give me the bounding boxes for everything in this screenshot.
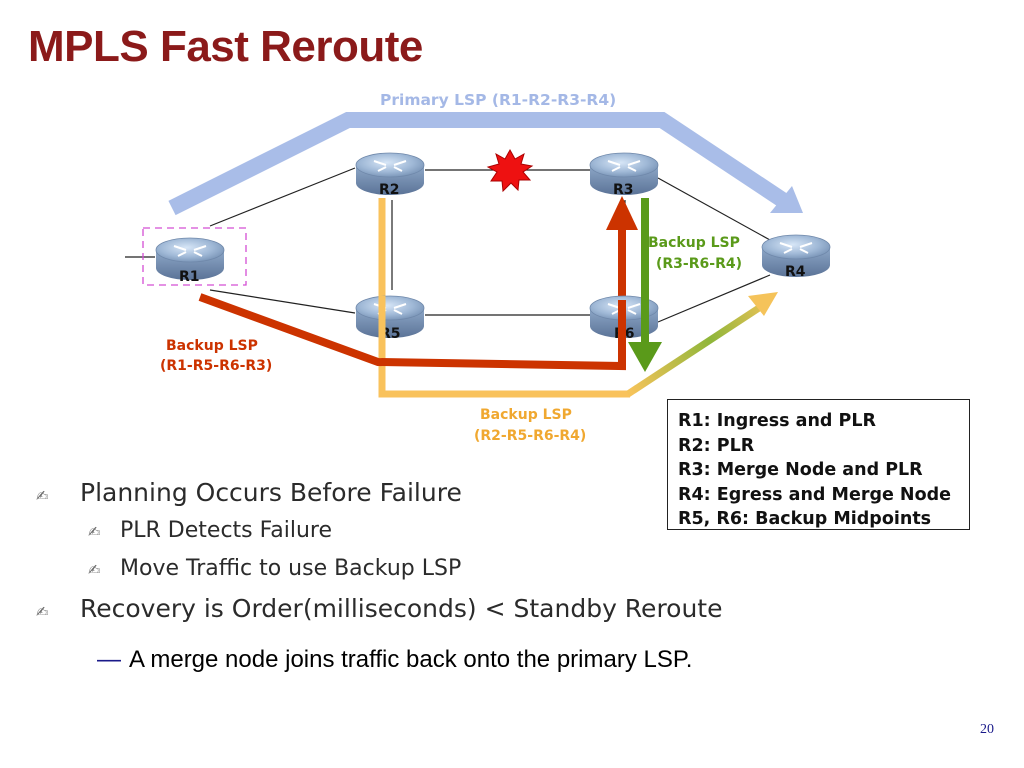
slide-title: MPLS Fast Reroute — [28, 22, 423, 71]
router-r1-label: R1 — [179, 269, 200, 285]
bullet-text: Recovery is Order(milliseconds) < Standb… — [80, 594, 723, 623]
merge-node-note: — A merge node joins traffic back onto th… — [97, 646, 692, 674]
router-r5-icon: R5 — [355, 295, 425, 342]
legend-line: R5, R6: Backup Midpoints — [678, 509, 932, 529]
pencil-icon: ✍ — [88, 561, 101, 579]
backup-lsp-r1-path — [198, 226, 626, 371]
pencil-icon: ✍ — [36, 603, 49, 621]
bullet-item: ✍ Recovery is Order(milliseconds) < Stan… — [36, 594, 723, 623]
link-failure-icon — [486, 148, 534, 193]
backup-lsp-r2-path — [378, 198, 630, 398]
legend-line: R1: Ingress and PLR — [678, 411, 877, 431]
backup-lsp-r2-arrowhead — [748, 292, 778, 316]
backup-lsp-r3-label-line1: Backup LSP — [648, 235, 740, 251]
router-r3-icon: R3 — [589, 152, 659, 198]
bullet-text: Move Traffic to use Backup LSP — [120, 556, 462, 581]
dash-marker: — — [97, 646, 121, 673]
link-r1-r5 — [209, 289, 356, 314]
link-r3-r4 — [657, 177, 771, 241]
router-r3-label: R3 — [613, 182, 634, 198]
backup-lsp-r3-arrowhead — [628, 342, 662, 372]
legend-line: R2: PLR — [678, 435, 755, 456]
note-text: A merge node joins traffic back onto the… — [129, 646, 693, 673]
backup-lsp-r1-arrowhead — [606, 196, 638, 230]
router-r1-icon: R1 — [155, 237, 225, 285]
backup-lsp-r3-label-line2: (R3-R6-R4) — [656, 256, 742, 272]
page-number: 20 — [980, 722, 994, 737]
r1-highlight-box — [142, 227, 247, 286]
bullet-text: PLR Detects Failure — [120, 518, 332, 543]
backup-lsp-r2-label-line2: (R2-R5-R6-R4) — [474, 428, 586, 444]
legend-line: R4: Egress and Merge Node — [678, 484, 952, 505]
pencil-icon: ✍ — [88, 523, 101, 541]
pencil-icon: ✍ — [36, 487, 49, 505]
router-r4-label: R4 — [785, 264, 806, 280]
bullet-item: ✍ PLR Detects Failure — [88, 518, 332, 543]
bullet-text: Planning Occurs Before Failure — [80, 478, 462, 507]
router-r2-icon: R2 — [355, 152, 425, 198]
backup-lsp-r2-label-line1: Backup LSP — [480, 407, 572, 423]
backup-lsp-r2-segment — [626, 299, 770, 397]
primary-lsp-arrow — [168, 112, 795, 216]
legend-line: R3: Merge Node and PLR — [678, 460, 923, 480]
primary-lsp-arrowhead — [770, 186, 803, 213]
link-r1-r2 — [209, 167, 356, 227]
router-role-legend: R1: Ingress and PLR R2: PLR R3: Merge No… — [667, 399, 970, 530]
bullet-item: ✍ Planning Occurs Before Failure — [36, 478, 462, 507]
backup-lsp-r1-label-line2: (R1-R5-R6-R3) — [160, 358, 272, 374]
backup-lsp-r1-label-line1: Backup LSP — [166, 338, 258, 354]
router-r2-label: R2 — [379, 182, 400, 198]
bullet-item: ✍ Move Traffic to use Backup LSP — [88, 556, 461, 581]
primary-lsp-label: Primary LSP (R1-R2-R3-R4) — [380, 91, 616, 109]
router-r4-icon: R4 — [761, 234, 831, 280]
network-diagram: Primary LSP (R1-R2-R3-R4) R1 R2 R3 R4 — [125, 91, 831, 444]
link-r6-r4 — [657, 274, 771, 323]
